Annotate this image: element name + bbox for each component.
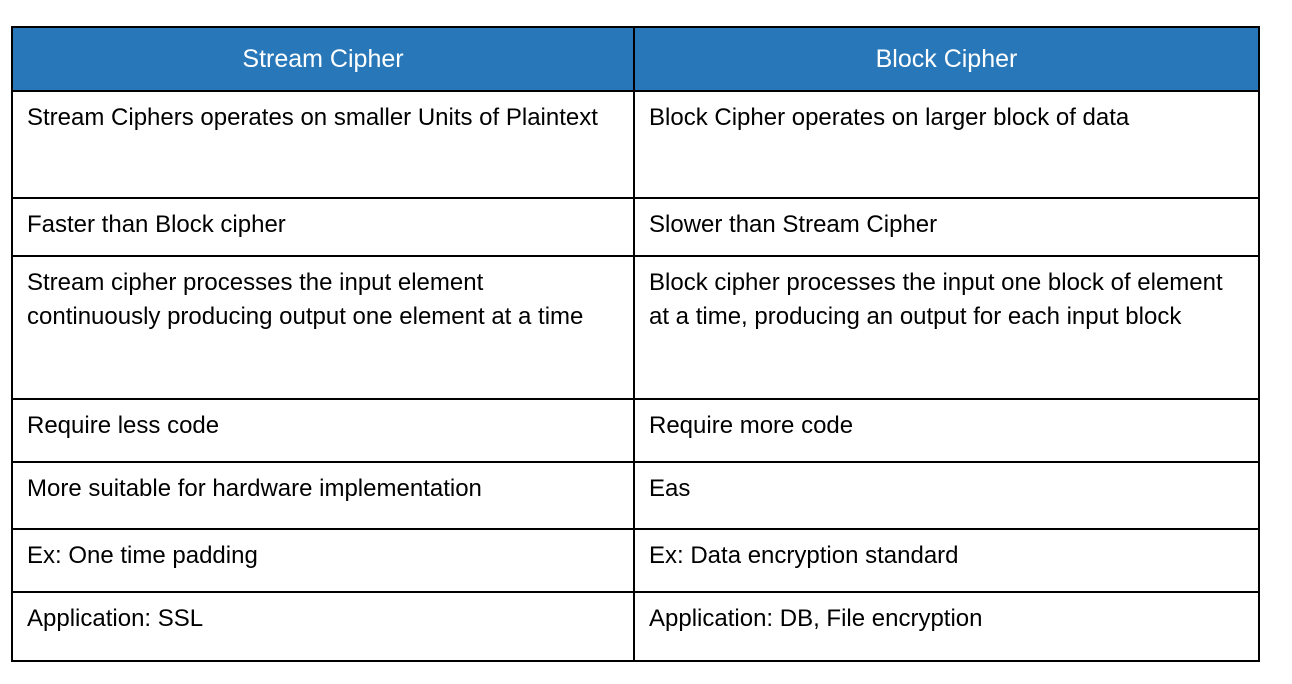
cipher-comparison-table-container: Stream Cipher Block Cipher Stream Cipher… [11,26,1260,662]
table-cell: Application: SSL [11,591,635,662]
table-cell: Stream cipher processes the input elemen… [11,255,635,400]
table-cell: Application: DB, File encryption [633,591,1260,662]
table-cell: Require more code [633,398,1260,463]
table-cell: More suitable for hardware implementatio… [11,461,635,530]
table-row: Stream Ciphers operates on smaller Units… [11,90,1260,199]
table-cell: Ex: One time padding [11,528,635,593]
table-row: More suitable for hardware implementatio… [11,461,1260,530]
header-block-cipher: Block Cipher [633,26,1260,92]
table-cell: Block cipher processes the input one blo… [633,255,1260,400]
table-cell: Require less code [11,398,635,463]
table-cell: Ex: Data encryption standard [633,528,1260,593]
header-stream-cipher: Stream Cipher [11,26,635,92]
table-body: Stream Ciphers operates on smaller Units… [11,90,1260,662]
table-cell: Faster than Block cipher [11,197,635,257]
table-row: Stream cipher processes the input elemen… [11,255,1260,400]
cipher-comparison-table: Stream Cipher Block Cipher Stream Cipher… [11,26,1260,662]
table-cell: Slower than Stream Cipher [633,197,1260,257]
table-cell: Block Cipher operates on larger block of… [633,90,1260,199]
header-row: Stream Cipher Block Cipher [11,26,1260,92]
table-cell: Stream Ciphers operates on smaller Units… [11,90,635,199]
table-cell: Eas [633,461,1260,530]
